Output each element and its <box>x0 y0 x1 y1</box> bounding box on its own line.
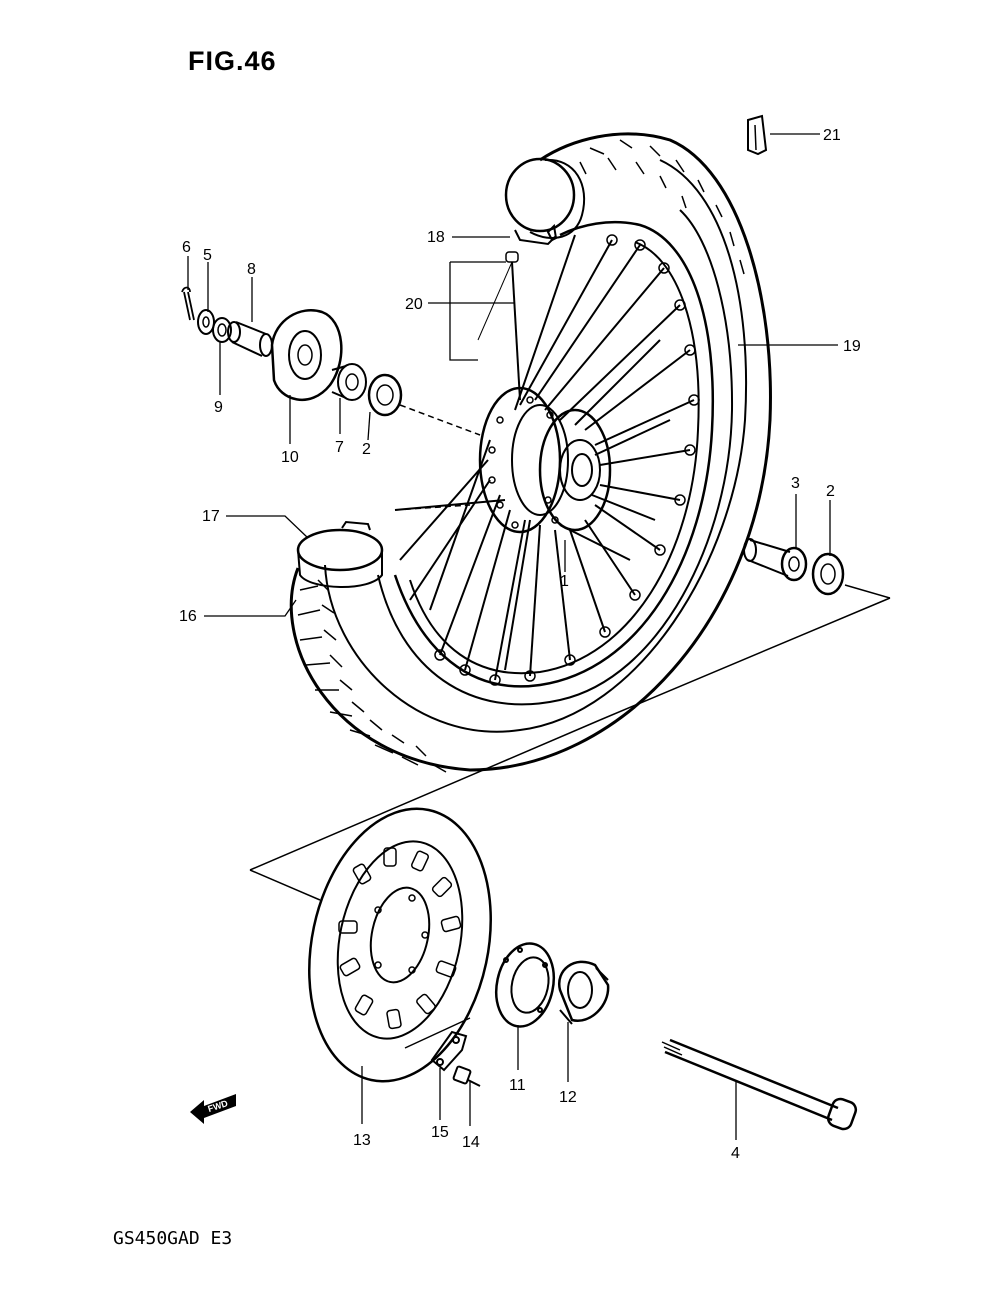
left-axle-parts <box>181 286 403 417</box>
callout-8: 8 <box>247 261 256 278</box>
explosion-guide-lines <box>249 404 891 1049</box>
figure-title: FIG.46 <box>188 46 277 76</box>
callout-13: 13 <box>353 1132 371 1149</box>
leader-lines <box>187 133 838 1140</box>
callout-7: 7 <box>335 439 344 456</box>
callout-9: 9 <box>214 399 223 416</box>
callout-11: 11 <box>509 1077 526 1094</box>
callout-15: 15 <box>431 1124 449 1141</box>
callout-16: 16 <box>179 608 197 625</box>
callout-21: 21 <box>823 127 841 144</box>
spokes <box>394 234 695 681</box>
cover-17 <box>296 520 384 588</box>
callout-17: 17 <box>202 508 220 525</box>
callout-18: 18 <box>427 229 445 246</box>
seal-and-gearbox <box>495 942 610 1028</box>
cover-18 <box>504 157 586 246</box>
callout-14: 14 <box>462 1134 480 1151</box>
forward-arrow-icon: FWD <box>190 1094 236 1124</box>
valve-stem <box>477 223 558 401</box>
model-code: GS450GAD E3 <box>113 1228 233 1249</box>
bolt-and-washer <box>430 1030 481 1087</box>
valve-cap <box>747 114 768 156</box>
callout-2-left: 2 <box>362 441 371 458</box>
callout-19: 19 <box>843 338 861 355</box>
callout-12: 12 <box>559 1089 577 1106</box>
callout-20: 20 <box>405 296 423 313</box>
axle-shaft <box>661 1038 858 1131</box>
callout-2-right: 2 <box>826 483 835 500</box>
tire <box>289 132 772 773</box>
callout-6: 6 <box>182 239 191 256</box>
callout-1: 1 <box>560 573 569 590</box>
callout-4: 4 <box>731 1145 740 1162</box>
rim <box>393 220 714 688</box>
brake-disc <box>308 807 492 1083</box>
callout-numbers: 1 2 2 3 4 5 6 7 8 9 10 11 12 13 14 15 16… <box>179 127 861 1162</box>
callout-3: 3 <box>791 475 800 492</box>
callout-5: 5 <box>203 247 212 264</box>
right-axle-parts <box>743 538 845 596</box>
callout-10: 10 <box>281 449 299 466</box>
